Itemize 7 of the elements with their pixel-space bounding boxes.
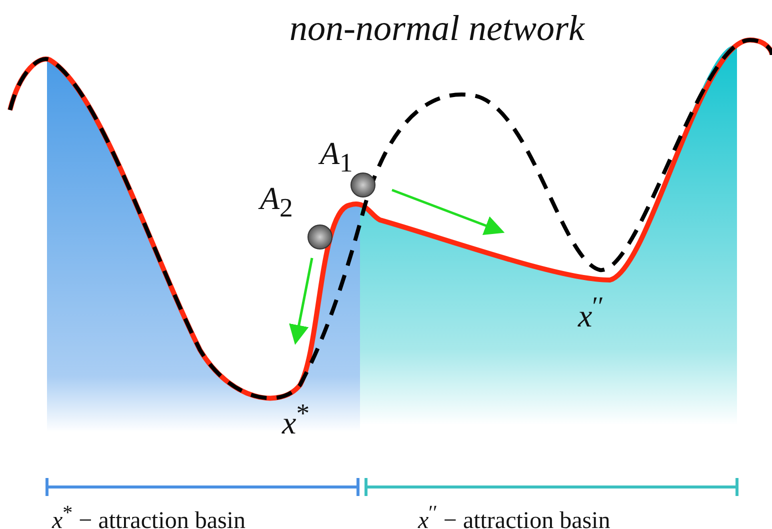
basin-label: x$^{′′}$ − attraction basin bbox=[418, 503, 610, 529]
point-label: A$_{1}$ bbox=[320, 137, 353, 176]
point-label: x$^{*}$ bbox=[282, 400, 310, 439]
point-label: x$^{′′}$ bbox=[578, 293, 604, 332]
point-label: A$_{2}$ bbox=[260, 182, 293, 222]
basin-label: x$^{*}$ − attraction basin bbox=[52, 503, 246, 529]
diagram-title: non-normal network bbox=[290, 10, 584, 46]
